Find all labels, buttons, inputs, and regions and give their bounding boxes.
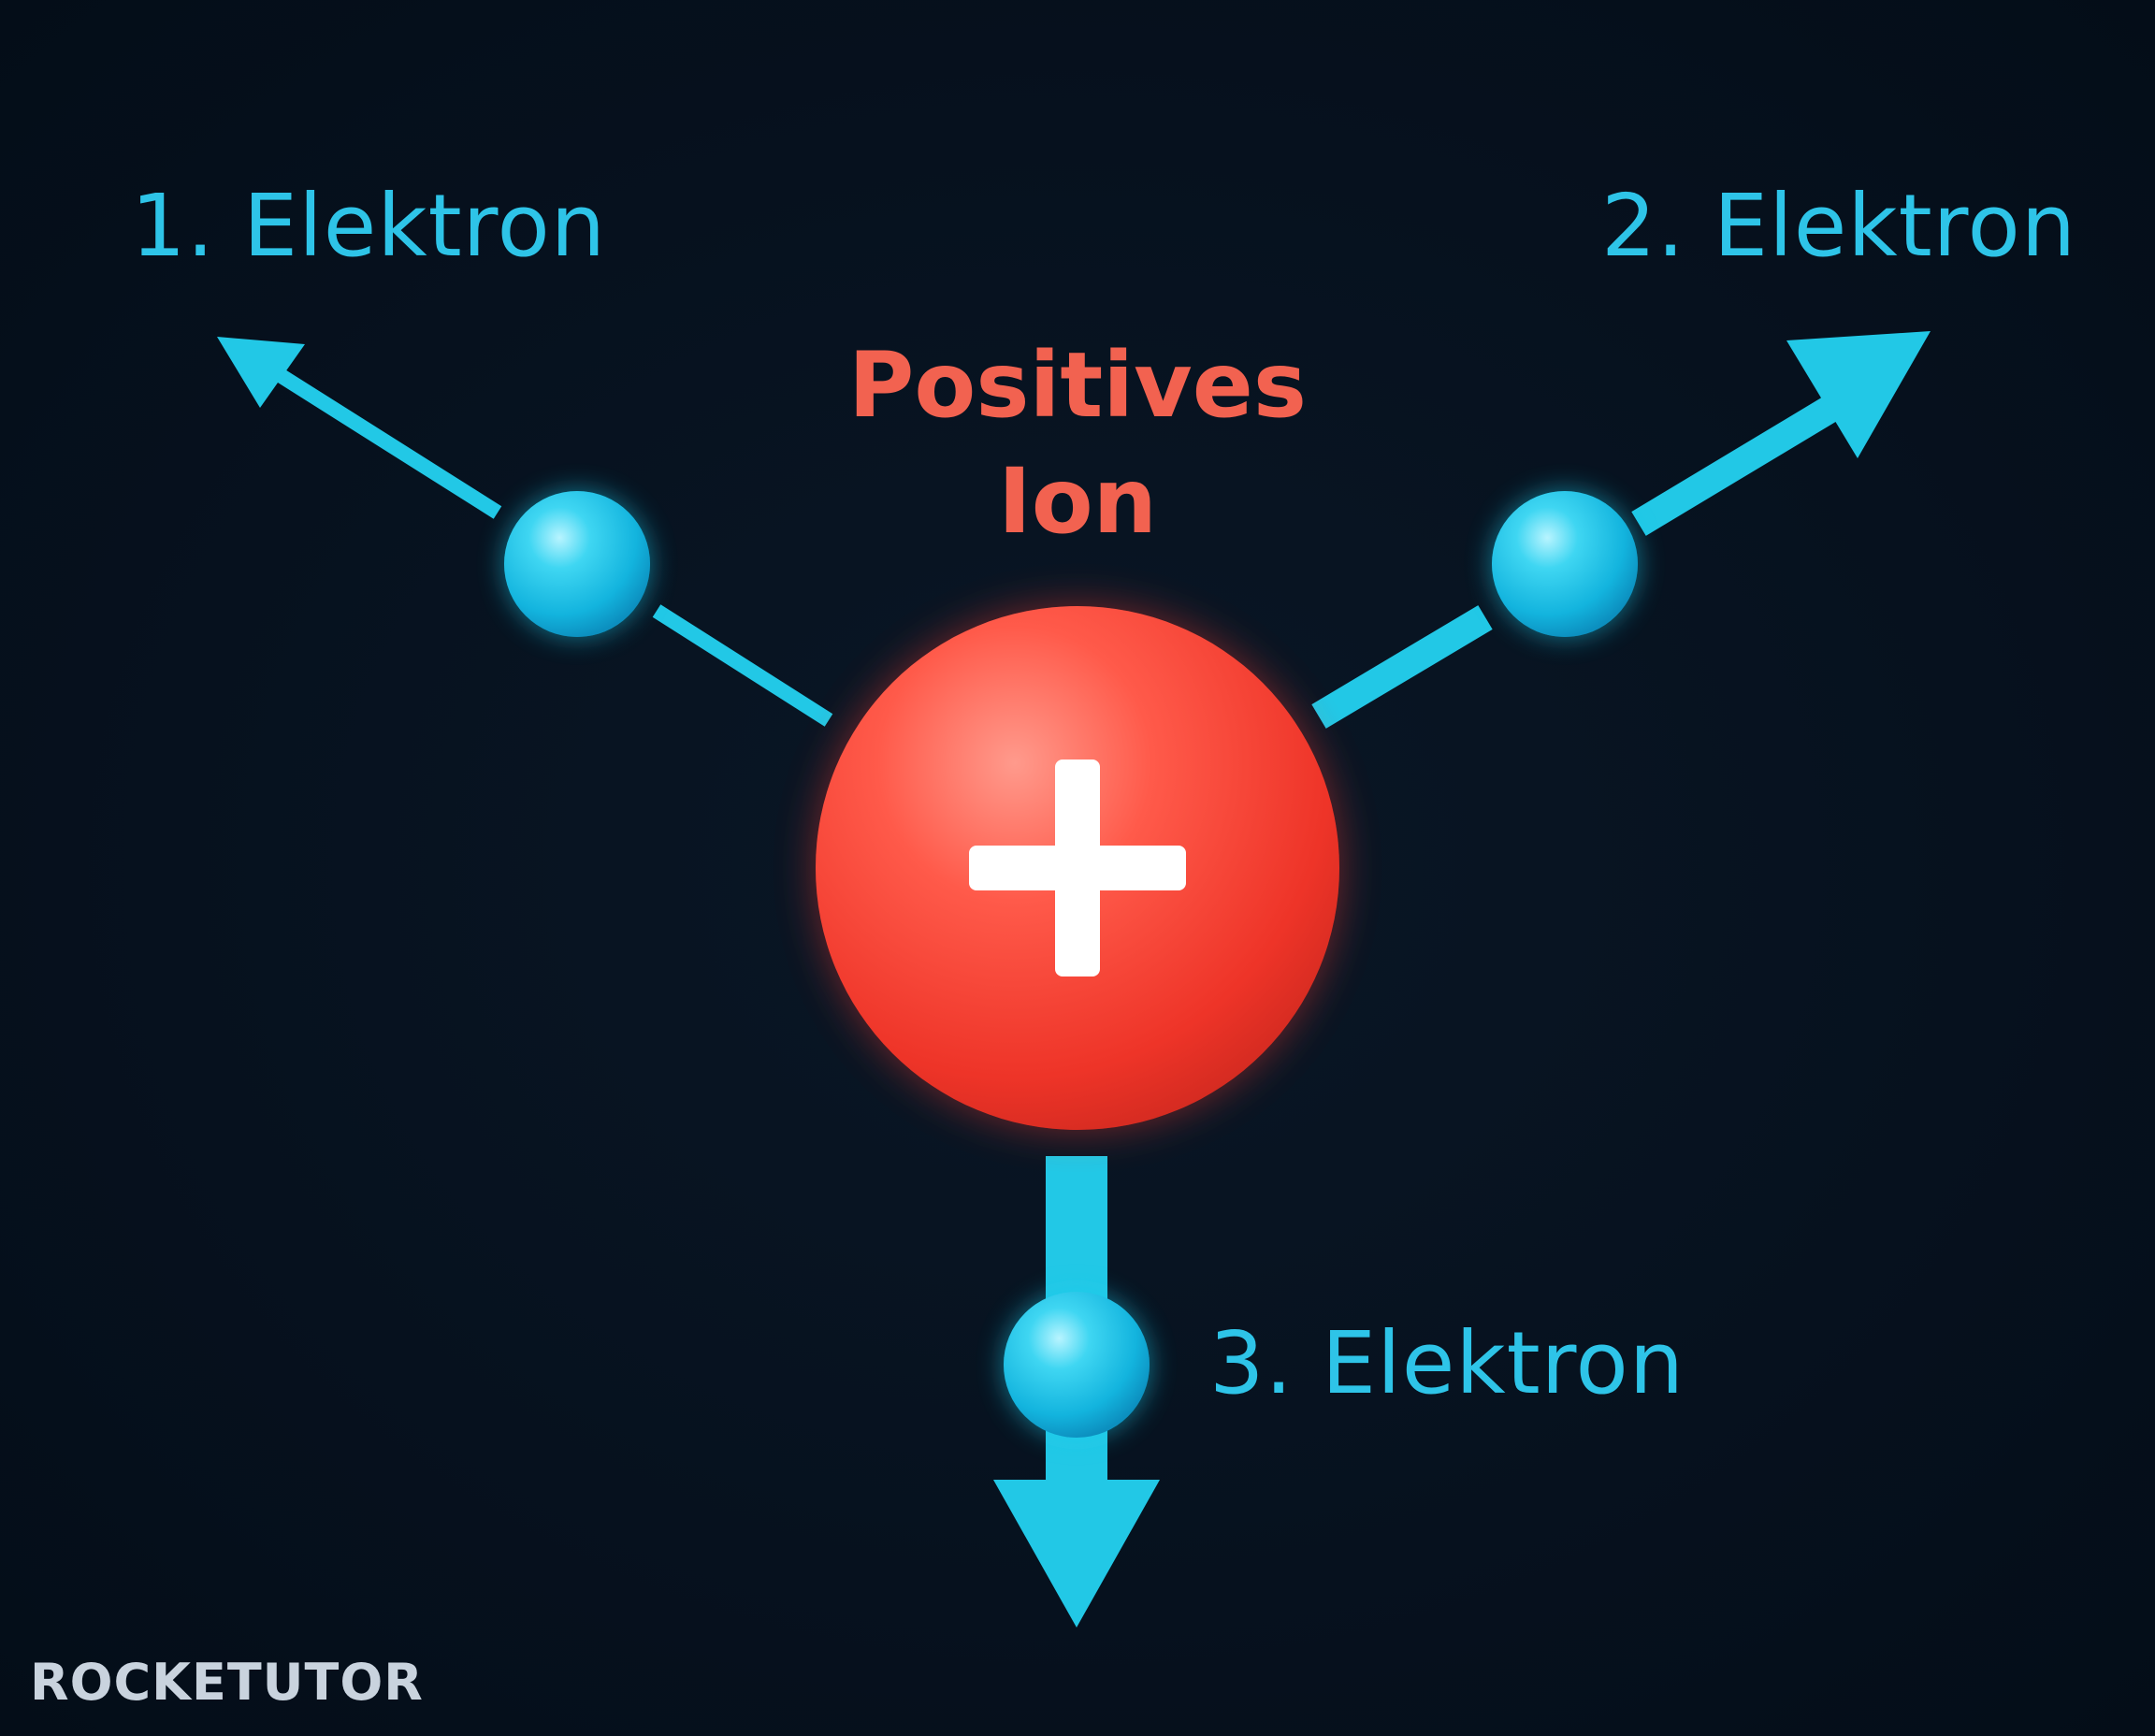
positive-ion xyxy=(816,606,1339,1130)
electron-2-arrowhead xyxy=(1786,331,1931,458)
electron-3-label: 3. Elektron xyxy=(1209,1313,1685,1413)
electron-3-sphere xyxy=(1004,1292,1150,1438)
electron-1-trail xyxy=(652,604,833,727)
electron-2-trail xyxy=(1311,605,1493,729)
electron-2-sphere xyxy=(1492,491,1638,637)
ion-label-line-1: Positives xyxy=(848,333,1307,438)
electron-1-arrow xyxy=(217,337,833,727)
electron-2-shaft xyxy=(1631,381,1864,536)
electron-1 xyxy=(504,491,650,637)
electron-1-arrowhead xyxy=(217,337,305,408)
electron-2 xyxy=(1492,491,1638,637)
electron-3 xyxy=(1004,1292,1150,1438)
plus-icon xyxy=(969,760,1186,976)
electron-2-arrow xyxy=(1311,331,1931,729)
electron-3-arrowhead xyxy=(993,1480,1160,1628)
electron-1-label: 1. Elektron xyxy=(131,176,607,276)
ion-label-line-2: Ion xyxy=(997,449,1157,554)
electron-1-shaft xyxy=(262,360,502,519)
electron-1-sphere xyxy=(504,491,650,637)
ion-label: Positives Ion xyxy=(797,327,1358,559)
electron-2-label: 2. Elektron xyxy=(1601,176,2077,276)
rockettutor-logo: ROCKETUTOR xyxy=(30,1653,424,1712)
